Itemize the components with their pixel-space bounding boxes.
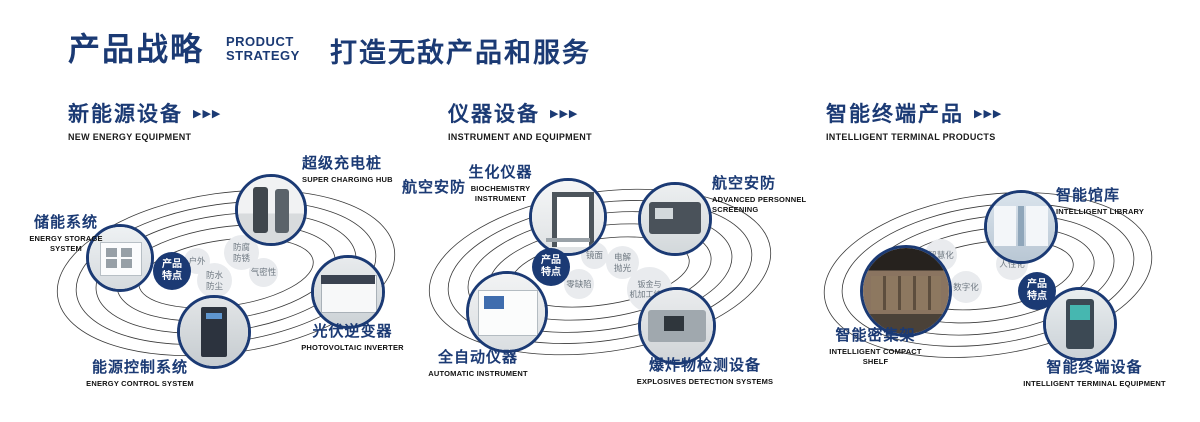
feature-bubble: 零缺陷 bbox=[564, 269, 594, 299]
product-features-badge: 产品 特点 bbox=[532, 248, 570, 286]
product-label-intelligent-library: 智能馆库 INTELLIGENT LIBRARY bbox=[1056, 184, 1186, 217]
product-label-terminal-equipment: 智能终端设备 INTELLIGENT TERMINAL EQUIPMENT bbox=[1012, 356, 1177, 389]
product-name-en: ENERGY STORAGE SYSTEM bbox=[29, 234, 103, 254]
product-features-badge: 产品 特点 bbox=[153, 252, 191, 290]
product-label-energy-storage: 储能系统 ENERGY STORAGE SYSTEM bbox=[16, 211, 116, 254]
compact-shelf-image bbox=[863, 248, 949, 334]
product-label-personnel-screening: 航空安防 ADVANCED PERSONNEL SCREENING bbox=[712, 172, 842, 215]
terminal-kiosk-image bbox=[1046, 290, 1114, 358]
product-name: 全自动仪器 bbox=[437, 349, 518, 366]
product-name: 智能密集架 bbox=[835, 327, 916, 344]
section-title: 仪器设备 bbox=[448, 103, 540, 126]
label-aviation-security: 航空安防 bbox=[402, 179, 467, 196]
product-photo-compact-shelf bbox=[860, 245, 952, 337]
product-photo-terminal-equipment bbox=[1043, 287, 1117, 361]
product-label-energy-control-system: 能源控制系统 ENERGY CONTROL SYSTEM bbox=[70, 356, 210, 389]
library-image bbox=[987, 193, 1055, 261]
control-system-image bbox=[180, 298, 248, 366]
inverter-image bbox=[314, 258, 382, 326]
section-subtitle: INSTRUMENT AND EQUIPMENT bbox=[448, 132, 592, 142]
section-subtitle: INTELLIGENT TERMINAL PRODUCTS bbox=[826, 132, 996, 142]
security-gate-image bbox=[532, 181, 604, 253]
feature-bubble: 防水 防尘 bbox=[197, 263, 232, 298]
section-title: 新能源设备 bbox=[68, 103, 183, 126]
product-photo-intelligent-library bbox=[984, 190, 1058, 264]
product-name-en: INTELLIGENT TERMINAL EQUIPMENT bbox=[1023, 379, 1166, 388]
charging-hub-image bbox=[238, 177, 304, 243]
screening-machine-image bbox=[641, 185, 709, 253]
explosives-detector-image bbox=[641, 290, 713, 362]
product-name-en: INTELLIGENT COMPACT SHELF bbox=[829, 347, 922, 367]
product-name: 超级充电桩 bbox=[302, 155, 383, 172]
product-features-badge: 产品 特点 bbox=[1018, 272, 1056, 310]
page-tagline: 打造无敌产品和服务 bbox=[330, 38, 591, 68]
triple-arrow-icon: ▶▶▶ bbox=[193, 107, 222, 120]
energy-storage-image bbox=[89, 227, 151, 289]
product-name-en: EXPLOSIVES DETECTION SYSTEMS bbox=[636, 377, 774, 386]
product-photo-personnel-screening bbox=[638, 182, 712, 256]
product-photo-photovoltaic-inverter bbox=[311, 255, 385, 329]
section-header-instrument: 仪器设备 ▶▶▶ INSTRUMENT AND EQUIPMENT bbox=[448, 98, 592, 142]
triple-arrow-icon: ▶▶▶ bbox=[974, 107, 1003, 120]
product-name-en: BIOCHEMISTRY INSTRUMENT bbox=[470, 184, 531, 204]
product-name-en: ENERGY CONTROL SYSTEM bbox=[86, 379, 194, 388]
product-name: 爆炸物检测设备 bbox=[648, 357, 761, 374]
product-label-super-charging-hub: 超级充电桩 SUPER CHARGING HUB bbox=[302, 152, 422, 185]
product-label-biochemistry-instrument: 生化仪器 BIOCHEMISTRY INSTRUMENT bbox=[443, 161, 558, 204]
section-subtitle: NEW ENERGY EQUIPMENT bbox=[68, 132, 192, 142]
product-name-en: INTELLIGENT LIBRARY bbox=[1056, 207, 1145, 216]
product-name: 智能馆库 bbox=[1056, 187, 1121, 204]
section-title: 智能终端产品 bbox=[826, 103, 964, 126]
feature-bubble: 数字化 bbox=[950, 271, 982, 303]
product-label-photovoltaic-inverter: 光伏逆变器 PHOTOVOLTAIC INVERTER bbox=[290, 320, 415, 353]
page-title-en: PRODUCT STRATEGY bbox=[226, 34, 300, 64]
product-name: 储能系统 bbox=[33, 214, 98, 231]
product-photo-energy-storage bbox=[86, 224, 154, 292]
section-header-new-energy: 新能源设备 ▶▶▶ NEW ENERGY EQUIPMENT bbox=[68, 98, 221, 142]
section-header-terminal: 智能终端产品 ▶▶▶ INTELLIGENT TERMINAL PRODUCTS bbox=[826, 98, 1002, 142]
product-label-compact-shelf: 智能密集架 INTELLIGENT COMPACT SHELF bbox=[808, 324, 943, 367]
product-name-en: SUPER CHARGING HUB bbox=[302, 175, 393, 184]
product-label-explosives-detection: 爆炸物检测设备 EXPLOSIVES DETECTION SYSTEMS bbox=[615, 354, 795, 387]
product-name-en: AUTOMATIC INSTRUMENT bbox=[428, 369, 528, 378]
triple-arrow-icon: ▶▶▶ bbox=[550, 107, 579, 120]
product-name: 能源控制系统 bbox=[91, 359, 188, 376]
product-name: 生化仪器 bbox=[468, 164, 533, 181]
product-photo-energy-control-system bbox=[177, 295, 251, 369]
automatic-instrument-image bbox=[469, 274, 545, 350]
product-name: 航空安防 bbox=[712, 175, 777, 192]
product-photo-super-charging-hub bbox=[235, 174, 307, 246]
product-photo-automatic-instrument bbox=[466, 271, 548, 353]
product-photo-explosives-detection bbox=[638, 287, 716, 365]
product-name: 光伏逆变器 bbox=[312, 323, 393, 340]
feature-bubble: 气密性 bbox=[249, 258, 278, 287]
product-label-automatic-instrument: 全自动仪器 AUTOMATIC INSTRUMENT bbox=[403, 346, 553, 379]
page-title: 产品战略 bbox=[68, 31, 205, 67]
product-name: 智能终端设备 bbox=[1046, 359, 1143, 376]
product-name-en: ADVANCED PERSONNEL SCREENING bbox=[712, 195, 807, 215]
product-name-en: PHOTOVOLTAIC INVERTER bbox=[301, 343, 404, 352]
product-photo-biochemistry-instrument bbox=[529, 178, 607, 256]
